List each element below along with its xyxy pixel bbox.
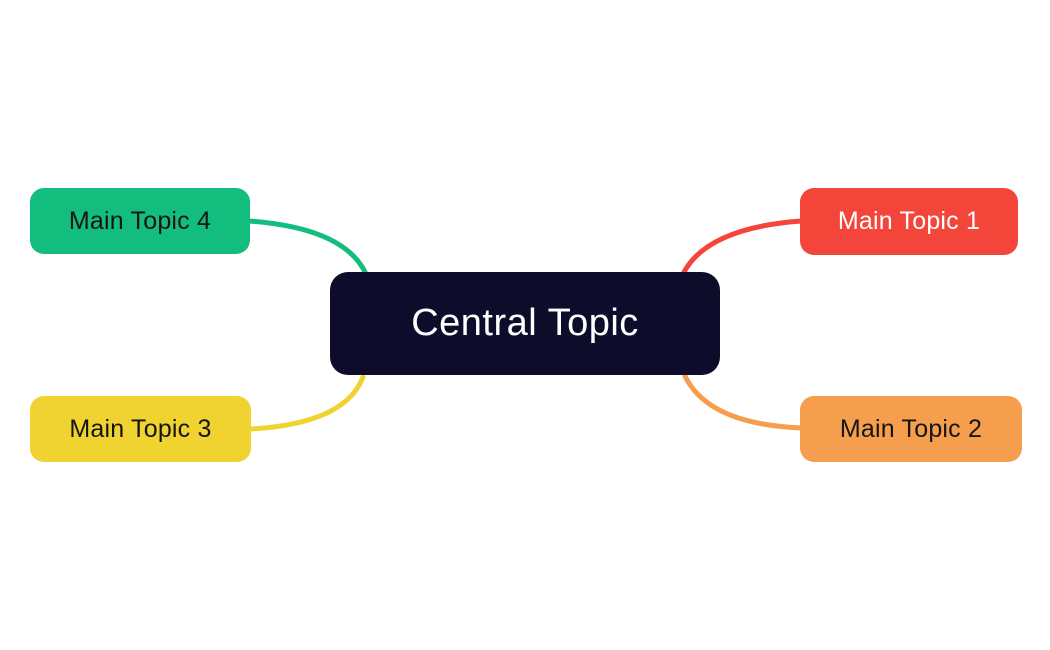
node-main-topic-4[interactable]: Main Topic 4 [30, 188, 250, 254]
node-main-topic-2[interactable]: Main Topic 2 [800, 396, 1022, 462]
main-topic-4-label: Main Topic 4 [68, 206, 212, 235]
connector-central-to-main-topic-3 [247, 374, 366, 432]
connector-central-to-main-topic-1 [680, 218, 804, 277]
node-main-topic-3[interactable]: Main Topic 3 [30, 396, 251, 462]
central-topic-label: Central Topic [411, 302, 639, 344]
node-central-topic[interactable]: Central Topic [330, 272, 720, 375]
main-topic-2-label: Main Topic 2 [839, 414, 983, 443]
connector-central-to-main-topic-4 [246, 218, 369, 277]
main-topic-1-label: Main Topic 1 [837, 207, 981, 235]
node-main-topic-1[interactable]: Main Topic 1 [800, 188, 1018, 255]
connector-central-to-main-topic-2 [682, 373, 804, 431]
main-topic-3-label: Main Topic 3 [69, 414, 212, 443]
